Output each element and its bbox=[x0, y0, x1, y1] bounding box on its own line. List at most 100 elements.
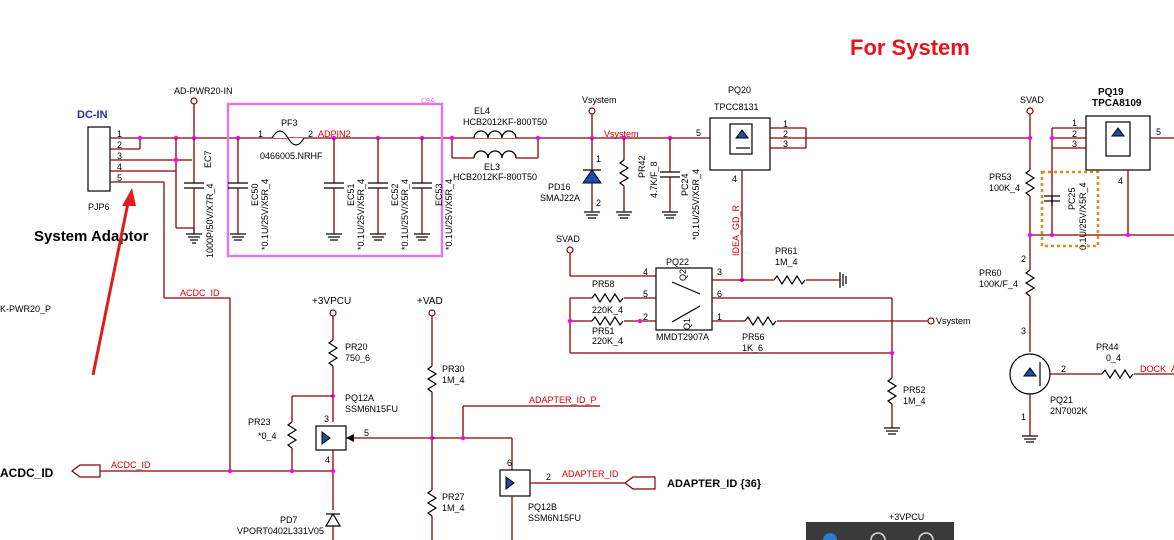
annotation-arrow bbox=[91, 197, 131, 376]
net-k-pwr20: K-PWR20_P bbox=[0, 304, 51, 314]
net-svad-top: SVAD bbox=[1020, 95, 1044, 105]
toolbar-icon[interactable] bbox=[918, 532, 934, 540]
toolbar-icon[interactable] bbox=[823, 533, 837, 540]
svg-text:2: 2 bbox=[308, 129, 313, 139]
svg-text:3: 3 bbox=[1021, 326, 1026, 336]
port-icon bbox=[329, 309, 337, 317]
svg-text:*0.1U/25V/X5R_4: *0.1U/25V/X5R_4 bbox=[356, 179, 366, 250]
svg-text:PR56: PR56 bbox=[742, 332, 765, 342]
svg-text:2: 2 bbox=[1072, 129, 1077, 139]
net-idea-gd-r: IDEA_GD_R bbox=[731, 204, 741, 256]
svg-text:EC50: EC50 bbox=[250, 183, 260, 206]
net-svad-mid: SVAD bbox=[556, 234, 580, 244]
svg-text:1000P/50V/X7R_4: 1000P/50V/X7R_4 bbox=[205, 183, 215, 258]
net-ad-pwr20-in: AD-PWR20-IN bbox=[174, 86, 233, 96]
svg-text:HCB2012KF-800T50: HCB2012KF-800T50 bbox=[453, 172, 537, 182]
svg-text:1: 1 bbox=[258, 129, 263, 139]
resistor-pr51: PR51 220K_4 bbox=[570, 315, 656, 346]
diode-pd16: 1 2 PD16 SMAJ22A bbox=[540, 138, 602, 219]
svg-text:220K_4: 220K_4 bbox=[592, 305, 623, 315]
svg-text:PR23: PR23 bbox=[248, 417, 271, 427]
svg-text:PR52: PR52 bbox=[903, 385, 926, 395]
port-adapter-id: ADAPTER_ID {36} bbox=[667, 478, 762, 490]
svg-text:0_4: 0_4 bbox=[1106, 353, 1121, 363]
svg-text:EC52: EC52 bbox=[390, 183, 400, 206]
svg-text:PQ21: PQ21 bbox=[1050, 395, 1073, 405]
mosfet-pq12a: PQ12A SSM6N15FU 3 5 4 bbox=[315, 393, 432, 510]
svg-text:0466005.NRHF: 0466005.NRHF bbox=[260, 151, 323, 161]
svg-text:*0.1U/25V/X5R_4: *0.1U/25V/X5R_4 bbox=[691, 169, 701, 240]
resistor-pr23: PR23 *0_4 bbox=[248, 395, 333, 471]
svg-text:PD16: PD16 bbox=[548, 182, 571, 192]
svg-text:1: 1 bbox=[1021, 412, 1026, 422]
svg-text:1M_4: 1M_4 bbox=[442, 503, 465, 513]
svg-text:PF3: PF3 bbox=[281, 118, 298, 128]
port-icon bbox=[927, 317, 935, 325]
svg-text:4: 4 bbox=[732, 174, 737, 184]
resistor-pr44: PR44 0_4 bbox=[1096, 342, 1174, 380]
toolbar-icon[interactable] bbox=[870, 532, 886, 540]
svg-text:2: 2 bbox=[783, 129, 788, 139]
net-adpin2: ADPIN2 bbox=[318, 129, 351, 139]
svg-text:3: 3 bbox=[717, 267, 722, 277]
svg-text:SSM6N15FU: SSM6N15FU bbox=[345, 404, 398, 414]
pin-4: 4 bbox=[117, 162, 122, 172]
svg-text:EC53: EC53 bbox=[434, 183, 444, 206]
resistor-pr30: PR30 1M_4 bbox=[426, 364, 465, 490]
resistor-pr58: PR58 220K_4 bbox=[570, 279, 656, 315]
cap-ec52: EC52 *0.1U/25V/X5R_4 bbox=[368, 135, 410, 250]
highlight-box bbox=[226, 102, 444, 258]
overlay-toolbar[interactable] bbox=[806, 522, 954, 540]
cap-pc24: PC24 *0.1U/25V/X5R_4 bbox=[660, 135, 701, 240]
offpage-connector-icon bbox=[71, 464, 101, 478]
svg-text:PR58: PR58 bbox=[592, 279, 615, 289]
ground-icon bbox=[186, 228, 202, 244]
svg-text:Q1: Q1 bbox=[682, 318, 692, 330]
svg-text:PR51: PR51 bbox=[592, 326, 615, 336]
svg-text:100K/F_4: 100K/F_4 bbox=[979, 279, 1018, 289]
svg-text:PQ19: PQ19 bbox=[1098, 87, 1124, 98]
svg-text:PR60: PR60 bbox=[979, 268, 1002, 278]
svg-text:1K_6: 1K_6 bbox=[742, 343, 763, 353]
mosfet-pq20: PQ20 TPCC8131 5 1 2 3 4 bbox=[696, 85, 807, 280]
net-adapter-id: ADAPTER_ID bbox=[562, 469, 619, 479]
resistor-pr60: 2 3 PR60 100K/F_4 bbox=[979, 254, 1036, 352]
svg-text:5: 5 bbox=[1156, 127, 1161, 137]
port-icon bbox=[1026, 107, 1034, 115]
svg-text:1: 1 bbox=[717, 312, 722, 322]
svg-text:220K_4: 220K_4 bbox=[592, 336, 623, 346]
port-icon bbox=[588, 107, 596, 115]
mosfet-pq21: 2 1 PQ21 2N7002K bbox=[1009, 353, 1102, 443]
svg-text:MMDT2907A: MMDT2907A bbox=[656, 332, 709, 342]
svg-text:PR27: PR27 bbox=[442, 492, 465, 502]
svg-text:5: 5 bbox=[643, 289, 648, 299]
mosfet-pq19: PQ19 TPCA8109 1 2 3 5 4 bbox=[1051, 87, 1174, 235]
box-tag: C9A bbox=[421, 98, 435, 105]
resistor-pr61: PR61 1M_4 bbox=[712, 246, 847, 288]
svg-text:EC51: EC51 bbox=[346, 183, 356, 206]
mosfet-pq12b: 6 2 PQ12B SSM6N15FU bbox=[499, 458, 625, 540]
net-3vpcu-2: +3VPCU bbox=[889, 512, 924, 522]
svg-text:6: 6 bbox=[507, 458, 512, 468]
svg-text:4: 4 bbox=[325, 455, 330, 465]
svg-text:4.7K/F_8: 4.7K/F_8 bbox=[649, 161, 659, 198]
svg-text:Q2: Q2 bbox=[678, 269, 688, 281]
fuse-pf3: 1 2 PF3 0466005.NRHF bbox=[258, 118, 323, 161]
resistor-pr56: PR56 1K_6 bbox=[742, 315, 928, 353]
net-dock: DOCK_A bbox=[1140, 364, 1174, 374]
resistor-pr27: PR27 1M_4 bbox=[426, 489, 465, 540]
svg-text:TPCA8109: TPCA8109 bbox=[1092, 98, 1142, 109]
pin-2: 2 bbox=[117, 140, 122, 150]
svg-text:PC24: PC24 bbox=[680, 173, 690, 196]
svg-text:SMAJ22A: SMAJ22A bbox=[540, 193, 580, 203]
connector-body bbox=[87, 126, 111, 192]
svg-text:PR44: PR44 bbox=[1096, 342, 1119, 352]
svg-text:*0_4: *0_4 bbox=[258, 431, 277, 441]
svg-text:5: 5 bbox=[364, 428, 369, 438]
svg-text:1: 1 bbox=[783, 119, 788, 129]
port-acdc-id: ACDC_ID bbox=[0, 466, 54, 480]
junction bbox=[137, 135, 143, 141]
svg-text:EC7: EC7 bbox=[203, 150, 213, 168]
annotation-label: System Adaptor bbox=[34, 228, 149, 245]
